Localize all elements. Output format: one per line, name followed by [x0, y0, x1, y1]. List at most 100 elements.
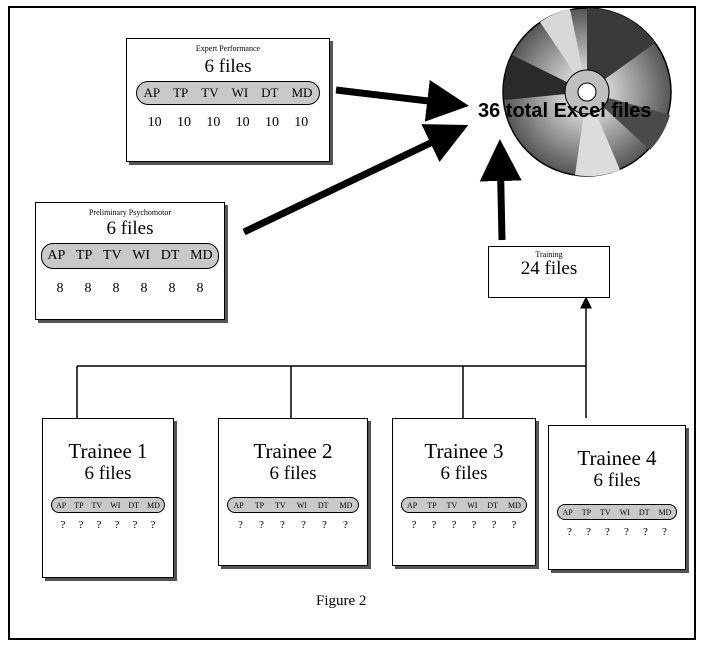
trainee-counts: ??????	[230, 519, 356, 531]
metric-count: ?	[643, 526, 648, 538]
arrow-expert-to-total	[335, 80, 469, 122]
metric-code: TP	[173, 85, 189, 100]
expert-title: Expert Performance	[195, 44, 261, 53]
metric-code: TV	[275, 500, 286, 510]
metric-count: ?	[60, 519, 66, 531]
metric-count: ?	[150, 519, 156, 531]
trainee-counts: ??????	[560, 526, 674, 538]
metric-code: TV	[102, 248, 122, 263]
metric-count: ?	[586, 526, 591, 538]
preliminary-counts: 8 8 8 8 8 8	[46, 281, 214, 297]
metric-count: 8	[168, 281, 176, 296]
metric-code: DT	[160, 248, 180, 263]
metric-count: ?	[511, 519, 517, 531]
metric-count: 10	[294, 115, 309, 130]
expert-counts: 10 10 10 10 10 10	[140, 115, 316, 131]
metric-code: TV	[91, 500, 103, 510]
metric-code: DT	[487, 500, 499, 510]
trainee-name: Trainee 1	[68, 439, 148, 463]
metric-code: WI	[132, 248, 151, 263]
metric-count: 10	[264, 115, 279, 130]
metric-code: WI	[110, 500, 121, 510]
training-files: 24 files	[520, 258, 578, 279]
trainee-name: Trainee 2	[253, 439, 333, 463]
trainee-files: 6 files	[440, 463, 488, 484]
metric-count: 10	[235, 115, 250, 130]
preliminary-files: 6 files	[106, 218, 154, 239]
metric-count: 8	[56, 281, 64, 296]
metric-code: TV	[446, 500, 458, 510]
metric-code: MD	[291, 85, 313, 100]
metric-code: MD	[147, 500, 160, 510]
metric-code: TP	[75, 248, 93, 263]
metric-code: MD	[658, 507, 672, 517]
arrow-preliminary-to-total	[242, 124, 469, 236]
metric-count: ?	[471, 519, 477, 531]
metric-count: ?	[78, 519, 84, 531]
trainee-counts: ??????	[404, 519, 524, 531]
metric-code: AP	[55, 500, 67, 510]
metric-count: ?	[605, 526, 610, 538]
arrow-training-to-total	[479, 139, 522, 241]
metric-count: 8	[196, 281, 204, 296]
metric-count: ?	[431, 519, 437, 531]
metric-code: TP	[581, 507, 592, 517]
metric-count: 8	[84, 281, 92, 296]
metric-count: ?	[624, 526, 629, 538]
figure-frame	[8, 6, 696, 640]
metric-count: ?	[132, 519, 138, 531]
metric-count: ?	[491, 519, 497, 531]
metric-code: TP	[254, 500, 265, 510]
metric-code: TV	[201, 85, 219, 100]
trainee-files: 6 files	[84, 463, 132, 484]
training-title: Training	[535, 250, 563, 259]
total-files-label: 36 total Excel files	[478, 100, 652, 122]
metric-code: DT	[261, 85, 279, 100]
metric-count: ?	[322, 519, 327, 531]
metric-code: MD	[190, 248, 213, 263]
metric-count: 10	[176, 115, 191, 130]
metric-count: ?	[114, 519, 120, 531]
metric-count: 10	[206, 115, 221, 130]
trainee-files: 6 files	[593, 470, 641, 491]
metric-count: ?	[662, 526, 667, 538]
trainee-name: Trainee 3	[424, 439, 504, 463]
metric-code: DT	[317, 500, 329, 510]
cd-disc-icon	[502, 7, 672, 177]
metric-count: ?	[451, 519, 457, 531]
metric-code: AP	[143, 85, 161, 100]
figure-caption: Figure 2	[316, 593, 367, 609]
metric-code: AP	[406, 500, 418, 510]
metric-count: ?	[238, 519, 243, 531]
trainee-counts: ??????	[54, 519, 162, 531]
metric-count: 8	[112, 281, 120, 296]
metric-code: TP	[427, 500, 437, 510]
metric-count: 8	[140, 281, 148, 296]
expert-files: 6 files	[204, 56, 252, 77]
metric-count: ?	[96, 519, 102, 531]
metric-code: MD	[339, 500, 353, 510]
preliminary-title: Preliminary Psychomotor	[89, 208, 171, 217]
metric-code: TV	[600, 507, 611, 517]
metric-code: MD	[508, 500, 521, 510]
metric-count: 10	[147, 115, 162, 130]
metric-count: ?	[567, 526, 572, 538]
metric-code: TP	[74, 500, 84, 510]
trainee-code-pill: AP TP TV WI DT MD	[51, 497, 165, 513]
metric-code: DT	[638, 507, 650, 517]
metric-count: ?	[343, 519, 348, 531]
metric-code: AP	[562, 507, 573, 517]
metric-code: DT	[128, 500, 140, 510]
training-box: Training 24 files	[488, 246, 610, 298]
metric-code: AP	[233, 500, 244, 510]
